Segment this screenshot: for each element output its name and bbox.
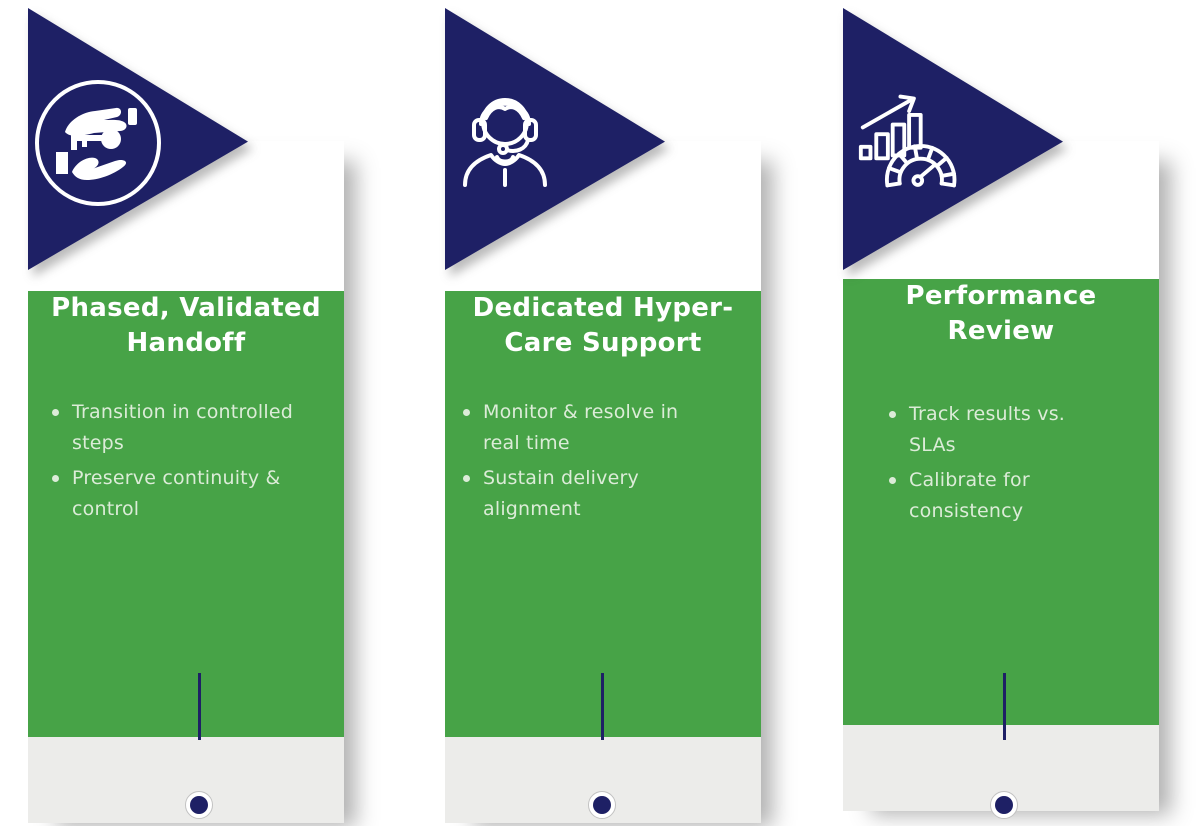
node-dot (593, 796, 611, 814)
bullet-item: Track results vs. SLAs (887, 399, 1157, 461)
connector-line (1003, 673, 1006, 740)
card-title: Dedicated Hyper- Care Support (472, 293, 734, 358)
card-green-panel: Performance Review Track results vs. SLA… (843, 279, 1159, 725)
bullet-item: Calibrate for consistency (887, 465, 1157, 527)
performance-gauge-icon (858, 94, 957, 188)
card-green-panel: Dedicated Hyper- Care Support Monitor & … (445, 291, 761, 737)
timeline-node (990, 791, 1018, 819)
timeline-node (185, 791, 213, 819)
support-agent-icon (463, 98, 547, 187)
bullet-list: Track results vs. SLAs Calibrate for con… (887, 399, 1157, 527)
timeline-node (588, 791, 616, 819)
bullet-item: Monitor & resolve in real time (461, 397, 759, 459)
connector-line (601, 673, 604, 740)
bullet-list: Monitor & resolve in real time Sustain d… (461, 397, 759, 525)
node-dot (995, 796, 1013, 814)
card-phased-validated-handoff: Phased, Validated Handoff Transition in … (28, 8, 344, 826)
card-green-panel: Phased, Validated Handoff Transition in … (28, 291, 344, 737)
bullet-item: Sustain delivery alignment (461, 463, 759, 525)
node-dot (190, 796, 208, 814)
bullet-text: Monitor & resolve in real time (483, 401, 679, 454)
bullet-text: Calibrate for consistency (909, 469, 1030, 522)
bullet-text: Transition in controlled steps (72, 401, 293, 454)
card-title: Phased, Validated Handoff (51, 293, 321, 358)
bullet-item: Preserve continuity & control (50, 463, 342, 525)
bullet-text: Sustain delivery alignment (483, 467, 639, 520)
card-panel: Phased, Validated Handoff Transition in … (28, 141, 344, 823)
card-performance-review: Performance Review Track results vs. SLA… (843, 8, 1159, 826)
handoff-icon (35, 80, 161, 206)
card-title: Performance Review (905, 281, 1097, 346)
bullet-list: Transition in controlled steps Preserve … (50, 397, 342, 525)
bullet-text: Track results vs. SLAs (909, 403, 1066, 456)
corner-triangle (28, 8, 248, 270)
bullet-text: Preserve continuity & control (72, 467, 281, 520)
connector-line (198, 673, 201, 740)
card-panel: Dedicated Hyper- Care Support Monitor & … (445, 141, 761, 823)
card-dedicated-hyper-care-support: Dedicated Hyper- Care Support Monitor & … (445, 8, 761, 826)
corner-triangle (843, 8, 1063, 270)
bullet-item: Transition in controlled steps (50, 397, 342, 459)
